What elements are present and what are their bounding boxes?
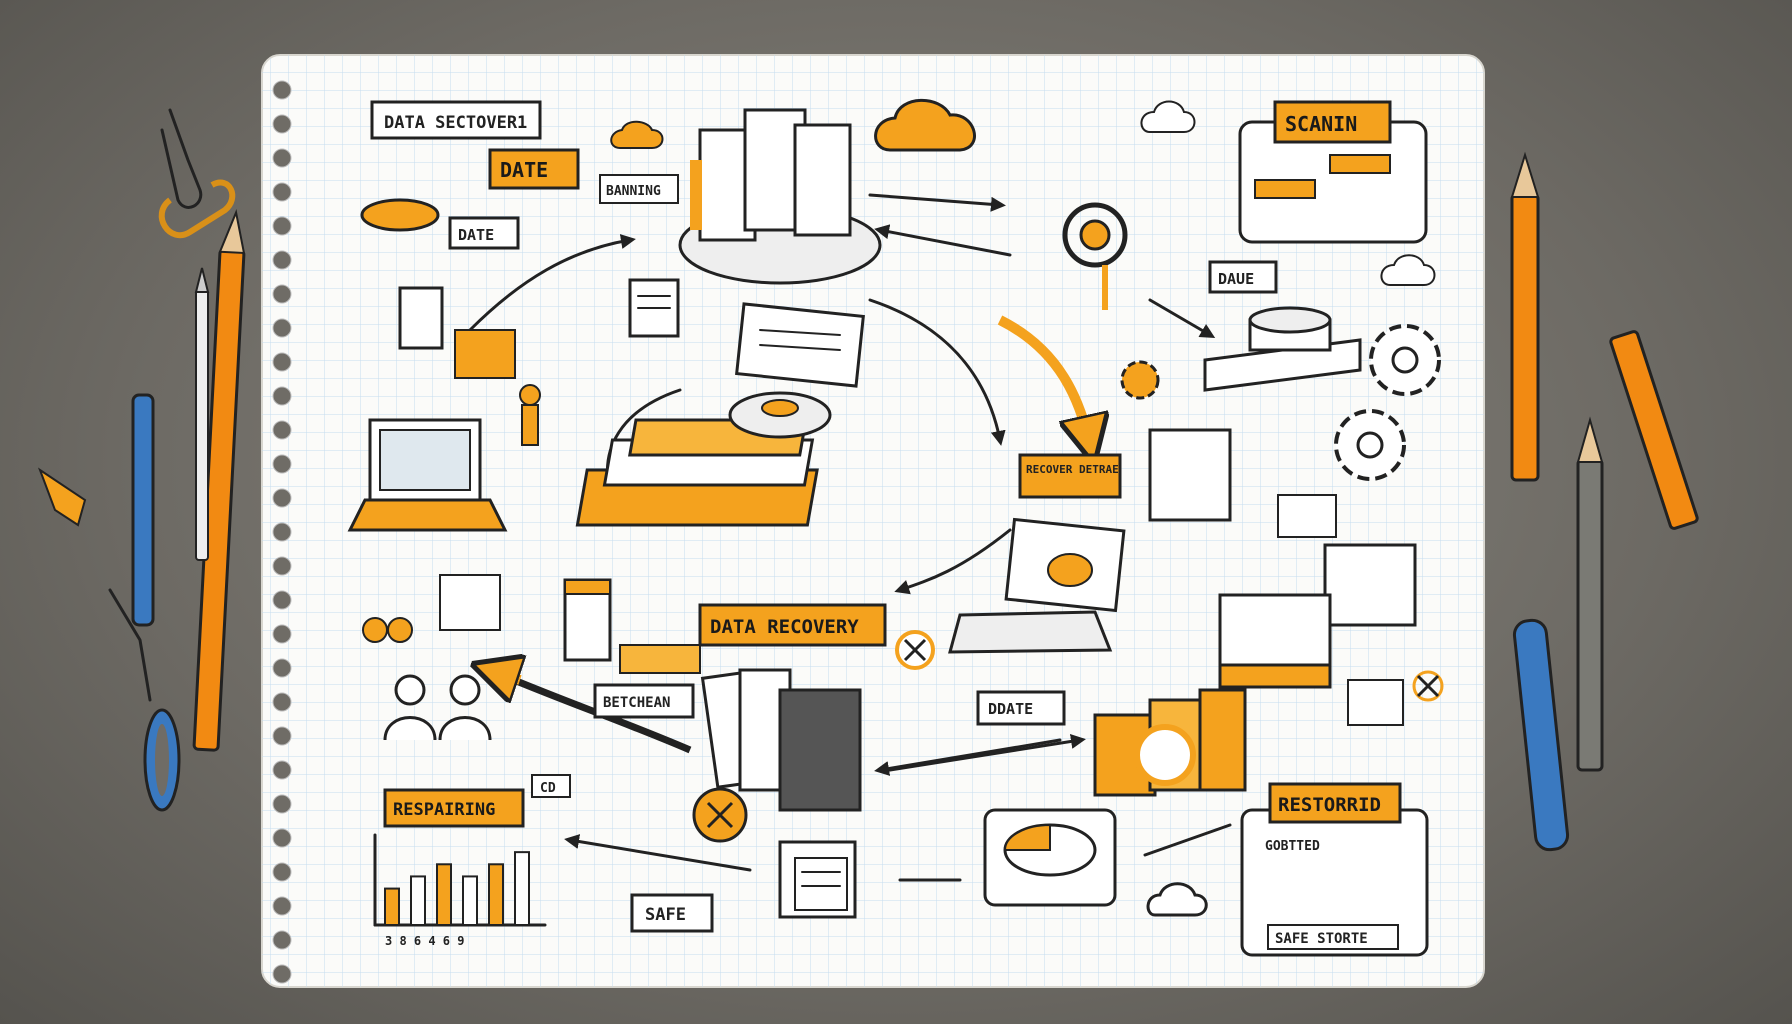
- label-ddate-text: DDATE: [988, 700, 1033, 718]
- label-daue-text: DAUE: [1218, 270, 1254, 288]
- spiral-hole: [272, 590, 292, 610]
- drive-stack-right-icon: [1203, 306, 1362, 392]
- spiral-hole: [272, 284, 292, 304]
- label-respairing: RESPAIRING: [383, 788, 525, 828]
- scissors-icon: [108, 588, 181, 812]
- orange-pencil-right-icon: [1510, 151, 1540, 482]
- laptop-left-icon: [347, 418, 508, 532]
- label-data-sectover: DATA SECTOVER1: [370, 100, 542, 140]
- grey-pencil-icon: [1576, 416, 1604, 772]
- blue-pen-left-icon: [131, 393, 155, 627]
- label-betchean-text: BETCHEAN: [603, 695, 670, 711]
- label-cd: CD: [531, 774, 571, 798]
- spiral-hole: [272, 556, 292, 576]
- spiral-holes: [272, 80, 292, 984]
- spiral-hole: [272, 80, 292, 100]
- printer-stack-icon: [1218, 543, 1417, 689]
- chart-bar: [462, 875, 478, 927]
- label-data-recovery-text: DATA RECOVERY: [710, 616, 859, 638]
- label-banning: BANNING: [599, 174, 679, 204]
- label-recover-detrae: RECOVER DETRAE: [1018, 453, 1122, 499]
- bar-chart: 3 8 6 4 6 9: [373, 833, 547, 948]
- spiral-hole: [272, 896, 292, 916]
- cloud-outline-icon: [1140, 100, 1436, 286]
- label-safe-text: SAFE: [645, 905, 686, 925]
- white-pencil-icon: [194, 267, 210, 561]
- label-date-small: DATE: [448, 216, 520, 250]
- label-gobtted-text: GOBTTED: [1265, 839, 1320, 854]
- chart-bar: [436, 863, 452, 926]
- label-banning-text: BANNING: [606, 184, 661, 199]
- spiral-hole: [272, 148, 292, 168]
- blue-marker-right-icon: [1512, 618, 1570, 852]
- chart-bar: [488, 863, 504, 926]
- spiral-hole: [272, 828, 292, 848]
- label-restorrid-panel: RESTORRID GOBTTED SAFE STORTE: [1240, 782, 1429, 957]
- document-card-icon: [735, 302, 865, 388]
- flow-arrows: [470, 193, 1232, 882]
- spiral-hole: [272, 624, 292, 644]
- chart-bar: [410, 875, 426, 927]
- document-icons: [360, 198, 1404, 919]
- central-disk-stack-icon: [575, 391, 832, 527]
- pencil-shaving-icon: [37, 467, 87, 527]
- gear-icon: [1120, 324, 1441, 481]
- spiral-hole: [272, 760, 292, 780]
- binders-icon: [700, 668, 862, 812]
- spiral-hole: [272, 250, 292, 270]
- spiral-hole: [272, 794, 292, 814]
- label-data-recovery: DATA RECOVERY: [698, 603, 887, 647]
- spiral-hole: [272, 318, 292, 338]
- spiral-hole: [272, 454, 292, 474]
- chart-tick-labels: 3 8 6 4 6 9: [385, 934, 464, 948]
- pie-chart-icon: [983, 808, 1117, 907]
- spiral-hole: [272, 386, 292, 406]
- label-recover-detrae-text: RECOVER DETRAE: [1026, 463, 1119, 476]
- label-date-top: DATE: [488, 148, 580, 190]
- spiral-hole: [272, 114, 292, 134]
- cancel-icon: [692, 630, 1444, 843]
- spiral-hole: [272, 216, 292, 236]
- spiral-hole: [272, 692, 292, 712]
- label-scanin-text: SCANIN: [1285, 112, 1357, 136]
- label-daue: DAUE: [1208, 260, 1278, 294]
- label-date-small-text: DATE: [458, 226, 494, 244]
- spiral-hole: [272, 352, 292, 372]
- spiral-hole: [272, 182, 292, 202]
- server-stack-icon: [678, 108, 882, 285]
- paper-clip-icon: [158, 108, 236, 239]
- label-ddate: DDATE: [976, 690, 1066, 726]
- cloud-orange-icon: [610, 98, 976, 152]
- target-scan-icon: [1062, 202, 1128, 310]
- orange-pencil-angled-icon: [1609, 330, 1699, 530]
- label-cd-text: CD: [540, 781, 556, 796]
- label-respairing-text: RESPAIRING: [393, 800, 495, 820]
- spiral-hole: [272, 658, 292, 678]
- bar-chart-bars: [384, 851, 530, 927]
- spiral-hole: [272, 930, 292, 950]
- people-icon: [362, 384, 541, 741]
- laptop-right-icon: [948, 517, 1126, 654]
- chart-bar: [514, 851, 530, 927]
- label-date-top-text: DATE: [500, 158, 548, 182]
- label-safe-storte-text: SAFE STORTE: [1275, 931, 1368, 947]
- label-restorrid-text: RESTORRID: [1278, 794, 1381, 816]
- label-safe: SAFE: [630, 893, 714, 933]
- label-data-sectover-text: DATA SECTOVER1: [384, 113, 527, 133]
- spiral-hole: [272, 488, 292, 508]
- spiral-hole: [272, 726, 292, 746]
- label-scanin-panel: SCANIN: [1238, 100, 1428, 244]
- spiral-hole: [272, 964, 292, 984]
- chart-bar: [384, 887, 400, 926]
- spiral-hole: [272, 862, 292, 882]
- spiral-hole: [272, 420, 292, 440]
- label-betchean: BETCHEAN: [593, 683, 695, 719]
- spiral-hole: [272, 522, 292, 542]
